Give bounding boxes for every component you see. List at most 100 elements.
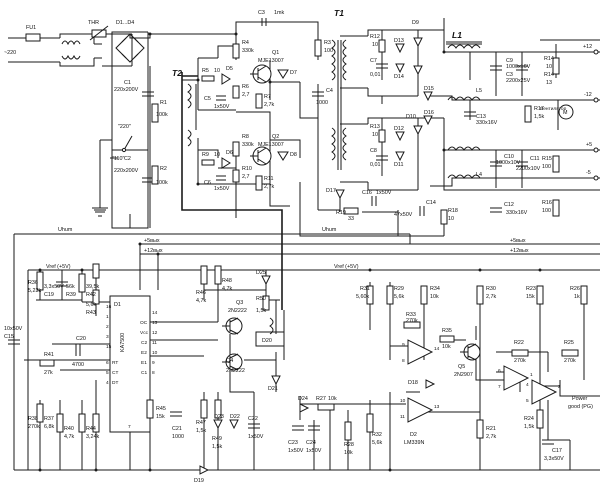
label-c10: C10 bbox=[504, 154, 514, 160]
cmp-pin-4: 4 bbox=[526, 382, 529, 388]
label-r41: R41 bbox=[44, 352, 54, 358]
label-r7v: 2,7k bbox=[264, 102, 274, 108]
label-r19: R19 bbox=[336, 210, 346, 216]
label-r18v: 10 bbox=[448, 216, 454, 222]
label-r8: R8 bbox=[242, 134, 249, 140]
label-c17: C17 bbox=[552, 448, 562, 454]
label-d9: D9 bbox=[412, 20, 419, 26]
label-c8: C8 bbox=[370, 148, 377, 154]
cmp-pin-9: 9 bbox=[402, 342, 405, 348]
ic-pin-e2: E2 bbox=[141, 350, 147, 356]
ic-pin-c2: C2 bbox=[141, 340, 147, 346]
label-c5: C5 bbox=[204, 96, 211, 102]
label-q3: Q3 bbox=[236, 300, 243, 306]
cmp-pin-1: 1 bbox=[530, 372, 533, 378]
ic-pin-dt: DT bbox=[112, 380, 118, 386]
label-r50v: 1,5k bbox=[256, 308, 266, 314]
label-l1: L1 bbox=[452, 30, 462, 40]
label-plus5b: +5вых bbox=[510, 238, 526, 244]
label-c16v: 1x50V bbox=[376, 190, 392, 196]
ic-pin-13: 13 bbox=[152, 320, 158, 326]
label-thr: THR bbox=[88, 20, 99, 26]
label-r14b: R14 bbox=[544, 72, 554, 78]
label-d5: D5 bbox=[226, 66, 233, 72]
label-r27: R27 bbox=[316, 396, 326, 402]
label-r2: R2 bbox=[160, 166, 167, 172]
label-c12v: 330x16V bbox=[506, 210, 528, 216]
schematic-labels: ~220 FU1 THR D1...D4 C1 220x200V R1 100k… bbox=[4, 8, 593, 484]
label-r10v: 2,7 bbox=[242, 174, 250, 180]
label-r12v: 10 bbox=[372, 42, 378, 48]
cmp-pin-10: 10 bbox=[400, 398, 406, 404]
label-c2: C2 bbox=[124, 156, 131, 162]
label-c22v: 1x50V bbox=[248, 434, 264, 440]
label-r25v: 270k bbox=[564, 358, 576, 364]
label-q1: Q1 bbox=[272, 50, 279, 56]
ic-pin-oc: OC bbox=[140, 320, 148, 326]
label-out5p: +5 bbox=[586, 142, 592, 148]
label-r14: R14 bbox=[544, 56, 554, 62]
cmp-pin-7: 7 bbox=[498, 384, 501, 390]
label-r8v: 330k bbox=[242, 142, 254, 148]
label-r13: R13 bbox=[370, 124, 380, 130]
schematic-wiring bbox=[8, 18, 600, 471]
label-r11v: 2,7k bbox=[264, 184, 274, 190]
label-r4v: 330k bbox=[242, 48, 254, 54]
label-r32v: 5,6k bbox=[372, 440, 382, 446]
label-c1: C1 bbox=[124, 80, 131, 86]
label-r38: R38 bbox=[28, 416, 38, 422]
label-r21v: 2,7k bbox=[486, 434, 496, 440]
cmp-pin-13: 13 bbox=[434, 404, 440, 410]
label-d15: D15 bbox=[424, 86, 434, 92]
label-uhum: Uhum bbox=[58, 227, 73, 233]
label-q5p: 2N2907 bbox=[454, 372, 473, 378]
label-r15: R15 bbox=[542, 156, 552, 162]
label-r13v: 10 bbox=[372, 132, 378, 138]
label-r47: R47 bbox=[196, 420, 206, 426]
ic-pin-rt: RT bbox=[112, 360, 118, 366]
label-ac: ~220 bbox=[4, 50, 16, 56]
label-r5: R5 bbox=[202, 68, 209, 74]
label-r30v: 2,7k bbox=[486, 294, 496, 300]
label-uhum2: Uhum bbox=[322, 227, 337, 233]
label-r2v: 100k bbox=[156, 180, 168, 186]
label-l4: L4 bbox=[476, 172, 482, 178]
label-r22v: 270k bbox=[514, 358, 526, 364]
label-l5: L5 bbox=[476, 88, 482, 94]
ic-pin-vcc: Vcc bbox=[140, 330, 149, 336]
cmp-pin-11: 11 bbox=[400, 414, 405, 420]
ic-pin-c1: C1 bbox=[141, 370, 147, 376]
label-out12n: -12 bbox=[584, 92, 592, 98]
label-r42v: 39,5k bbox=[86, 284, 99, 290]
label-r43: R43 bbox=[86, 310, 96, 316]
label-r28v: 10k bbox=[344, 450, 353, 456]
ic-pin-3: 3 bbox=[106, 334, 109, 340]
label-r10: R10 bbox=[242, 166, 252, 172]
label-c2v: 220x200V bbox=[114, 168, 139, 174]
label-r1: R1 bbox=[160, 100, 167, 106]
label-r43v: 5,6k bbox=[86, 302, 96, 308]
label-r48v: 4,7k bbox=[222, 286, 232, 292]
label-c17v: 3,3x50V bbox=[544, 456, 564, 462]
label-plus5: +5вых bbox=[144, 238, 160, 244]
label-r31: R31 bbox=[360, 286, 370, 292]
label-r44: R44 bbox=[86, 426, 96, 432]
label-q2p: MJE13007 bbox=[258, 142, 284, 148]
label-q2: Q2 bbox=[272, 134, 279, 140]
label-d24: D24 bbox=[298, 396, 308, 402]
label-d14: D14 bbox=[394, 74, 404, 80]
ic-pin-16: 16 bbox=[106, 304, 112, 310]
label-vref: Vref (+5V) bbox=[46, 264, 71, 270]
label-c24: C24 bbox=[306, 440, 316, 446]
label-r7: R7 bbox=[264, 94, 271, 100]
label-plus12: +12вых bbox=[144, 248, 163, 254]
label-r23v: 15k bbox=[526, 294, 535, 300]
label-r47v: 1,5k bbox=[196, 428, 206, 434]
label-pg1: Power bbox=[572, 396, 587, 402]
ic-pin-e1: E1 bbox=[141, 360, 147, 366]
label-c3: C3 bbox=[258, 10, 265, 16]
label-r40v: 4,7k bbox=[64, 434, 74, 440]
label-c4v: 1000 bbox=[316, 100, 328, 106]
label-d1d4: D1...D4 bbox=[116, 20, 134, 26]
